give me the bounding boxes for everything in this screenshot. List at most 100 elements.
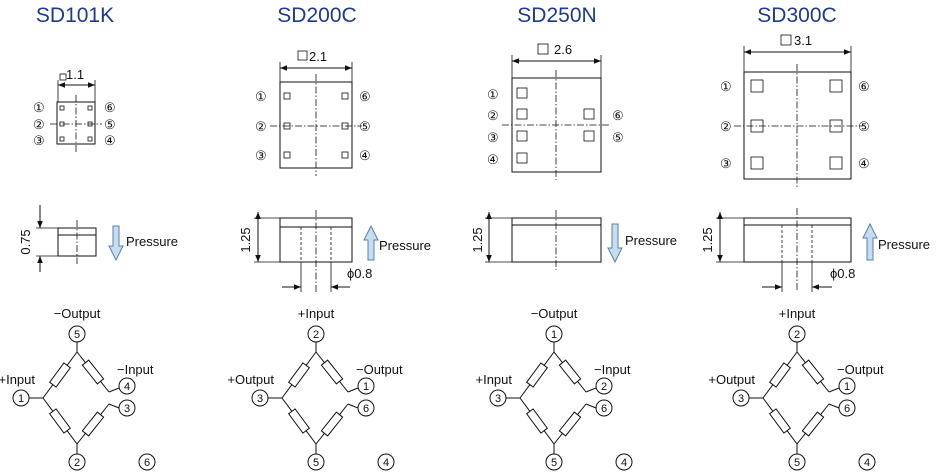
resistor (315, 403, 349, 445)
svg-text:5: 5 (551, 457, 557, 469)
svg-text:6: 6 (844, 403, 850, 415)
pin-node: 3 (732, 389, 750, 407)
side-view-sd300c: 1.25 ϕ0.8 Pressure (700, 208, 930, 292)
resistor (796, 351, 830, 393)
resistor (281, 351, 317, 399)
resistor (315, 351, 349, 393)
svg-text:1: 1 (844, 381, 850, 393)
pin-node: 5 (788, 453, 806, 471)
pin-label: ③ (255, 148, 267, 163)
node-label-left: +Input (475, 372, 512, 387)
thickness-label: 0.75 (18, 229, 33, 254)
pin-node: 4 (377, 453, 395, 471)
svg-text:6: 6 (363, 403, 369, 415)
resistor (42, 397, 78, 445)
pressure-label: Pressure (379, 238, 431, 253)
svg-text:1: 1 (18, 393, 24, 405)
pressure-arrow-icon (363, 224, 379, 261)
pressure-label: Pressure (625, 233, 677, 248)
svg-text:3: 3 (124, 403, 130, 415)
bridge-circuit: 521436−Output+Output+Input−InputSubstrat… (0, 306, 175, 476)
resistor (553, 351, 587, 393)
size-label: 3.1 (794, 33, 812, 48)
pin-node: 5 (307, 453, 325, 471)
top-view-sd101k: 1.1 ① ② ③ ⑥ ⑤ ④ (33, 67, 116, 152)
pin-label: ① (33, 100, 45, 115)
resistor (42, 351, 78, 399)
svg-text:3: 3 (495, 393, 501, 405)
pin-label: ⑥ (858, 79, 870, 94)
substrate-label: Substrate (119, 474, 175, 476)
node-label-right: −Input (117, 362, 154, 377)
pin-label: ⑤ (612, 130, 624, 145)
resistor (76, 351, 110, 393)
bridge-circuit: 153264−Output+Output+Input−InputSubstrat… (475, 306, 651, 476)
pin-label: ③ (720, 156, 732, 171)
node-label-right: −Input (594, 362, 631, 377)
svg-text:4: 4 (383, 457, 389, 469)
pin-node: 1 (545, 325, 563, 343)
node-label-bottom: +Output (54, 474, 101, 476)
resistor (76, 403, 110, 445)
size-label: 1.1 (66, 67, 84, 82)
pin-label: ② (487, 108, 499, 123)
pin-node: 6 (838, 399, 856, 417)
resistor (762, 397, 798, 445)
pin-label: ④ (487, 152, 499, 167)
svg-text:1: 1 (363, 381, 369, 393)
bridge-circuits: 521436−Output+Output+Input−InputSubstrat… (0, 306, 895, 476)
node-label-left: +Output (227, 372, 274, 387)
pin-node: 6 (595, 399, 613, 417)
pin-label: ④ (359, 148, 371, 163)
pin-node: 1 (357, 377, 375, 395)
pin-node: 2 (68, 453, 86, 471)
model-title-sd200c: SD200C (277, 4, 356, 27)
node-label-bottom: −Input (779, 474, 816, 476)
pin-label: ④ (104, 133, 116, 148)
node-label-bottom: −Input (298, 474, 335, 476)
substrate-label: Substrate (839, 474, 895, 476)
svg-text:2: 2 (313, 329, 319, 341)
svg-text:3: 3 (738, 393, 744, 405)
node-label-left: +Input (0, 372, 35, 387)
resistor (519, 351, 555, 399)
svg-text:4: 4 (864, 457, 870, 469)
pin-label: ① (487, 87, 499, 102)
size-label: 2.6 (554, 42, 572, 57)
size-label: 2.1 (309, 49, 327, 64)
svg-text:4: 4 (621, 457, 627, 469)
substrate-label: Substrate (596, 474, 652, 476)
pin-node: 1 (12, 389, 30, 407)
pin-label: ⑤ (858, 119, 870, 134)
pin-node: 4 (858, 453, 876, 471)
svg-text:6: 6 (144, 457, 150, 469)
node-label-right: −Output (837, 362, 884, 377)
pin-label: ⑤ (359, 119, 371, 134)
pin-label: ⑤ (104, 117, 116, 132)
resistor (553, 403, 587, 445)
top-view-sd250n: 2.6 ① ② ③ ④ ⑥ ⑤ (487, 42, 624, 180)
pin-label: ⑥ (359, 89, 371, 104)
svg-text:3: 3 (257, 393, 263, 405)
pin-node: 3 (489, 389, 507, 407)
pressure-arrow-icon (607, 223, 623, 264)
svg-text:1: 1 (551, 329, 557, 341)
pin-node: 4 (615, 453, 633, 471)
node-label-right: −Output (356, 362, 403, 377)
pin-label: ⑥ (104, 100, 116, 115)
resistor (519, 397, 555, 445)
pin-label: ① (255, 89, 267, 104)
pin-node: 2 (307, 325, 325, 343)
pin-node: 6 (357, 399, 375, 417)
top-view-sd200c: 2.1 ① ② ③ ⑥ ⑤ ④ (255, 49, 371, 176)
thickness-label: 1.25 (238, 227, 253, 252)
pin-node: 5 (68, 325, 86, 343)
node-label-top: −Output (531, 306, 578, 321)
pin-node: 2 (595, 377, 613, 395)
resistor (281, 397, 317, 445)
model-title-sd250n: SD250N (517, 4, 596, 27)
resistor (796, 403, 830, 445)
pin-node: 6 (138, 453, 156, 471)
hole-diameter-label: ϕ0.8 (347, 266, 372, 281)
